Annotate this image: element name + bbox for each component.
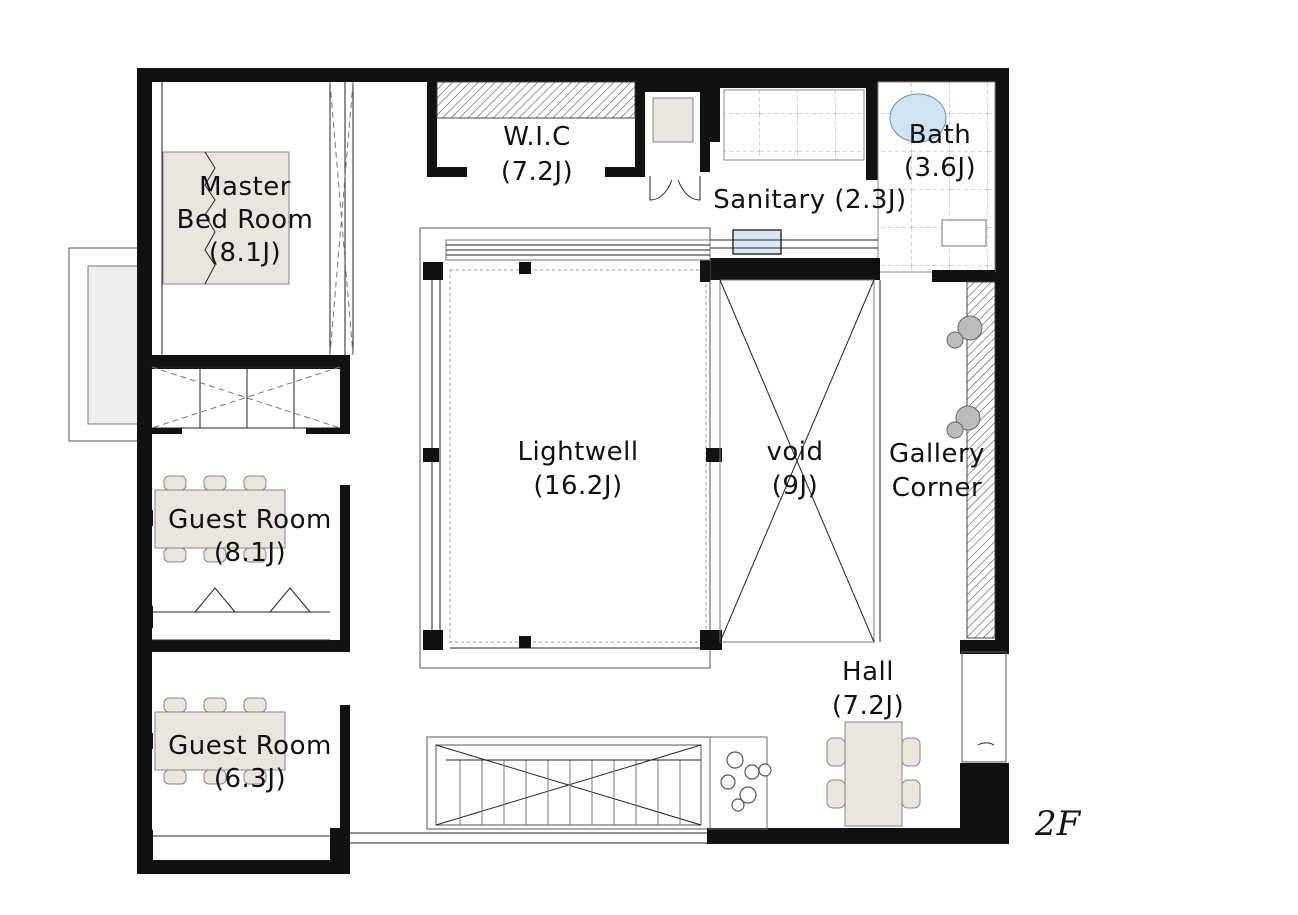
wic-label-1: W.I.C: [503, 122, 571, 152]
hall-label-2: (7.2J): [832, 691, 904, 721]
gallery-label-1: Gallery: [889, 439, 985, 469]
hall-label-1: Hall: [842, 657, 894, 687]
master-bed-label-3: (8.1J): [209, 238, 281, 268]
bathtub: [889, 93, 947, 143]
guest-bed-2: [154, 711, 286, 771]
guest-room-1: [137, 475, 350, 652]
void-area: [719, 279, 881, 643]
guest1-label-1: Guest Room: [168, 505, 332, 535]
lightwell: [419, 227, 722, 669]
gallery-label-2: Corner: [892, 473, 982, 503]
guest2-label-1: Guest Room: [168, 731, 332, 761]
gallery-corner: [946, 281, 1009, 763]
void-label-1: void: [766, 437, 823, 467]
bath-label-2: (3.6J): [904, 153, 976, 183]
balcony: [68, 247, 140, 442]
lightwell-label-1: Lightwell: [517, 437, 638, 467]
hall-table: [826, 721, 921, 827]
master-bed-label-2: Bed Room: [177, 205, 314, 235]
staircase: [426, 736, 711, 830]
walk-in-closet: [427, 81, 710, 201]
floor-label: 2F: [1034, 804, 1082, 844]
void-label-2: (9J): [772, 471, 819, 501]
sanitary-label: Sanitary (2.3J): [713, 185, 906, 215]
master-bedroom: [152, 81, 354, 369]
guest-bed-1: [154, 489, 286, 549]
guest-room-2: [137, 697, 350, 874]
guest1-label-2: (8.1J): [214, 538, 286, 568]
closet-storage: [151, 355, 350, 434]
lightwell-label-2: (16.2J): [533, 471, 622, 501]
bath-label-1: Bath: [909, 120, 971, 150]
master-bed-label-1: Master: [199, 172, 291, 202]
sanitary-bath: [700, 81, 996, 282]
wic-label-2: (7.2J): [501, 157, 573, 187]
master-bed-furniture: [162, 151, 290, 285]
plant: [709, 736, 772, 830]
exterior-walls: [137, 68, 1009, 874]
guest2-label-2: (6.3J): [214, 764, 286, 794]
